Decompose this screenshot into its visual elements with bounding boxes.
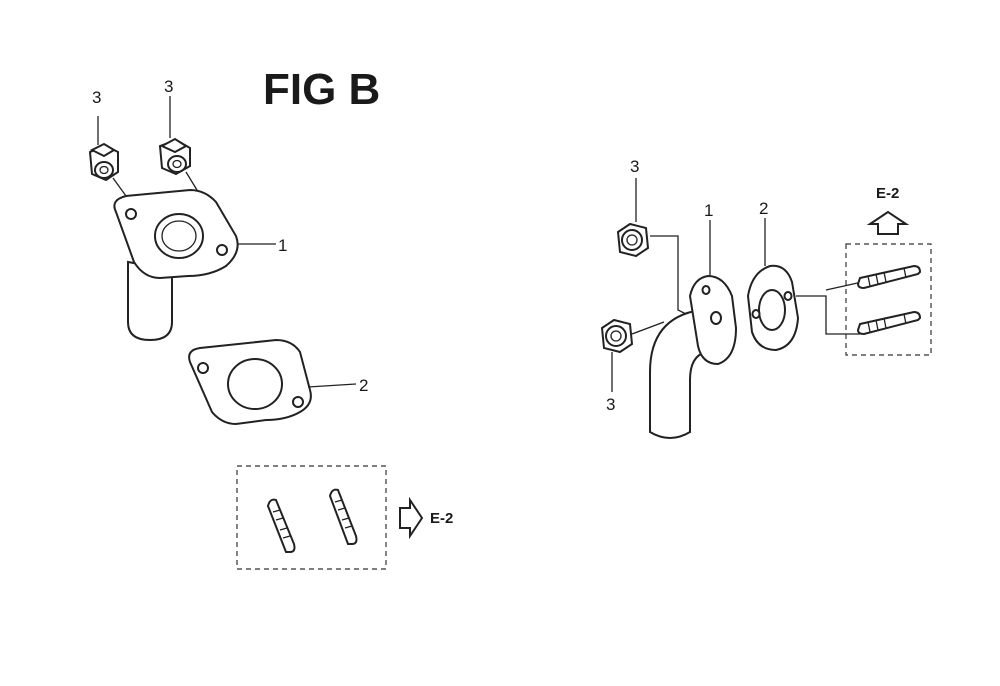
left-view: 3 3 1 2 (88, 77, 453, 570)
right-callout-bolt-top: 3 (630, 157, 639, 176)
left-elbow (113, 188, 239, 342)
right-callout-gasket: 2 (759, 199, 768, 218)
right-bolt-top-arrow (650, 235, 691, 317)
left-callout-elbow: 1 (278, 236, 287, 255)
left-bolt-b-arrow (185, 171, 198, 191)
right-elbow (649, 274, 738, 439)
left-ref-arrow-icon (399, 496, 424, 540)
left-callout-gasket: 2 (359, 376, 368, 395)
right-stud-ref: E-2 (876, 185, 899, 202)
left-bolt-a (88, 142, 119, 182)
left-gasket-leader (307, 383, 357, 388)
left-stud-2 (328, 488, 358, 545)
right-callout-elbow: 1 (704, 201, 713, 220)
left-callout-bolt-a: 3 (92, 88, 101, 107)
right-stud-leader-upper (825, 281, 863, 291)
right-stud-leader-lower (796, 295, 860, 335)
left-bolt-b (158, 137, 191, 176)
left-stud-1 (266, 498, 296, 553)
left-gasket (188, 338, 312, 426)
right-callout-bolt-bottom: 3 (606, 395, 615, 414)
right-stud-1 (856, 264, 922, 290)
right-bolt-bottom-arrow (631, 321, 665, 335)
right-bolt-bottom (600, 318, 634, 354)
left-callout-bolt-b: 3 (164, 77, 173, 96)
right-view: 3 3 1 2 (600, 157, 932, 439)
right-ref-arrow-icon (866, 210, 910, 235)
left-stud-ref: E-2 (430, 510, 453, 527)
figure-title: FIG B (263, 65, 380, 114)
right-stud-2 (856, 310, 922, 336)
left-stud-group-box (236, 465, 387, 570)
right-bolt-top (616, 222, 650, 258)
left-bolt-a-arrow (112, 177, 127, 197)
right-stud-group-box (845, 243, 932, 356)
right-gasket (746, 264, 800, 352)
